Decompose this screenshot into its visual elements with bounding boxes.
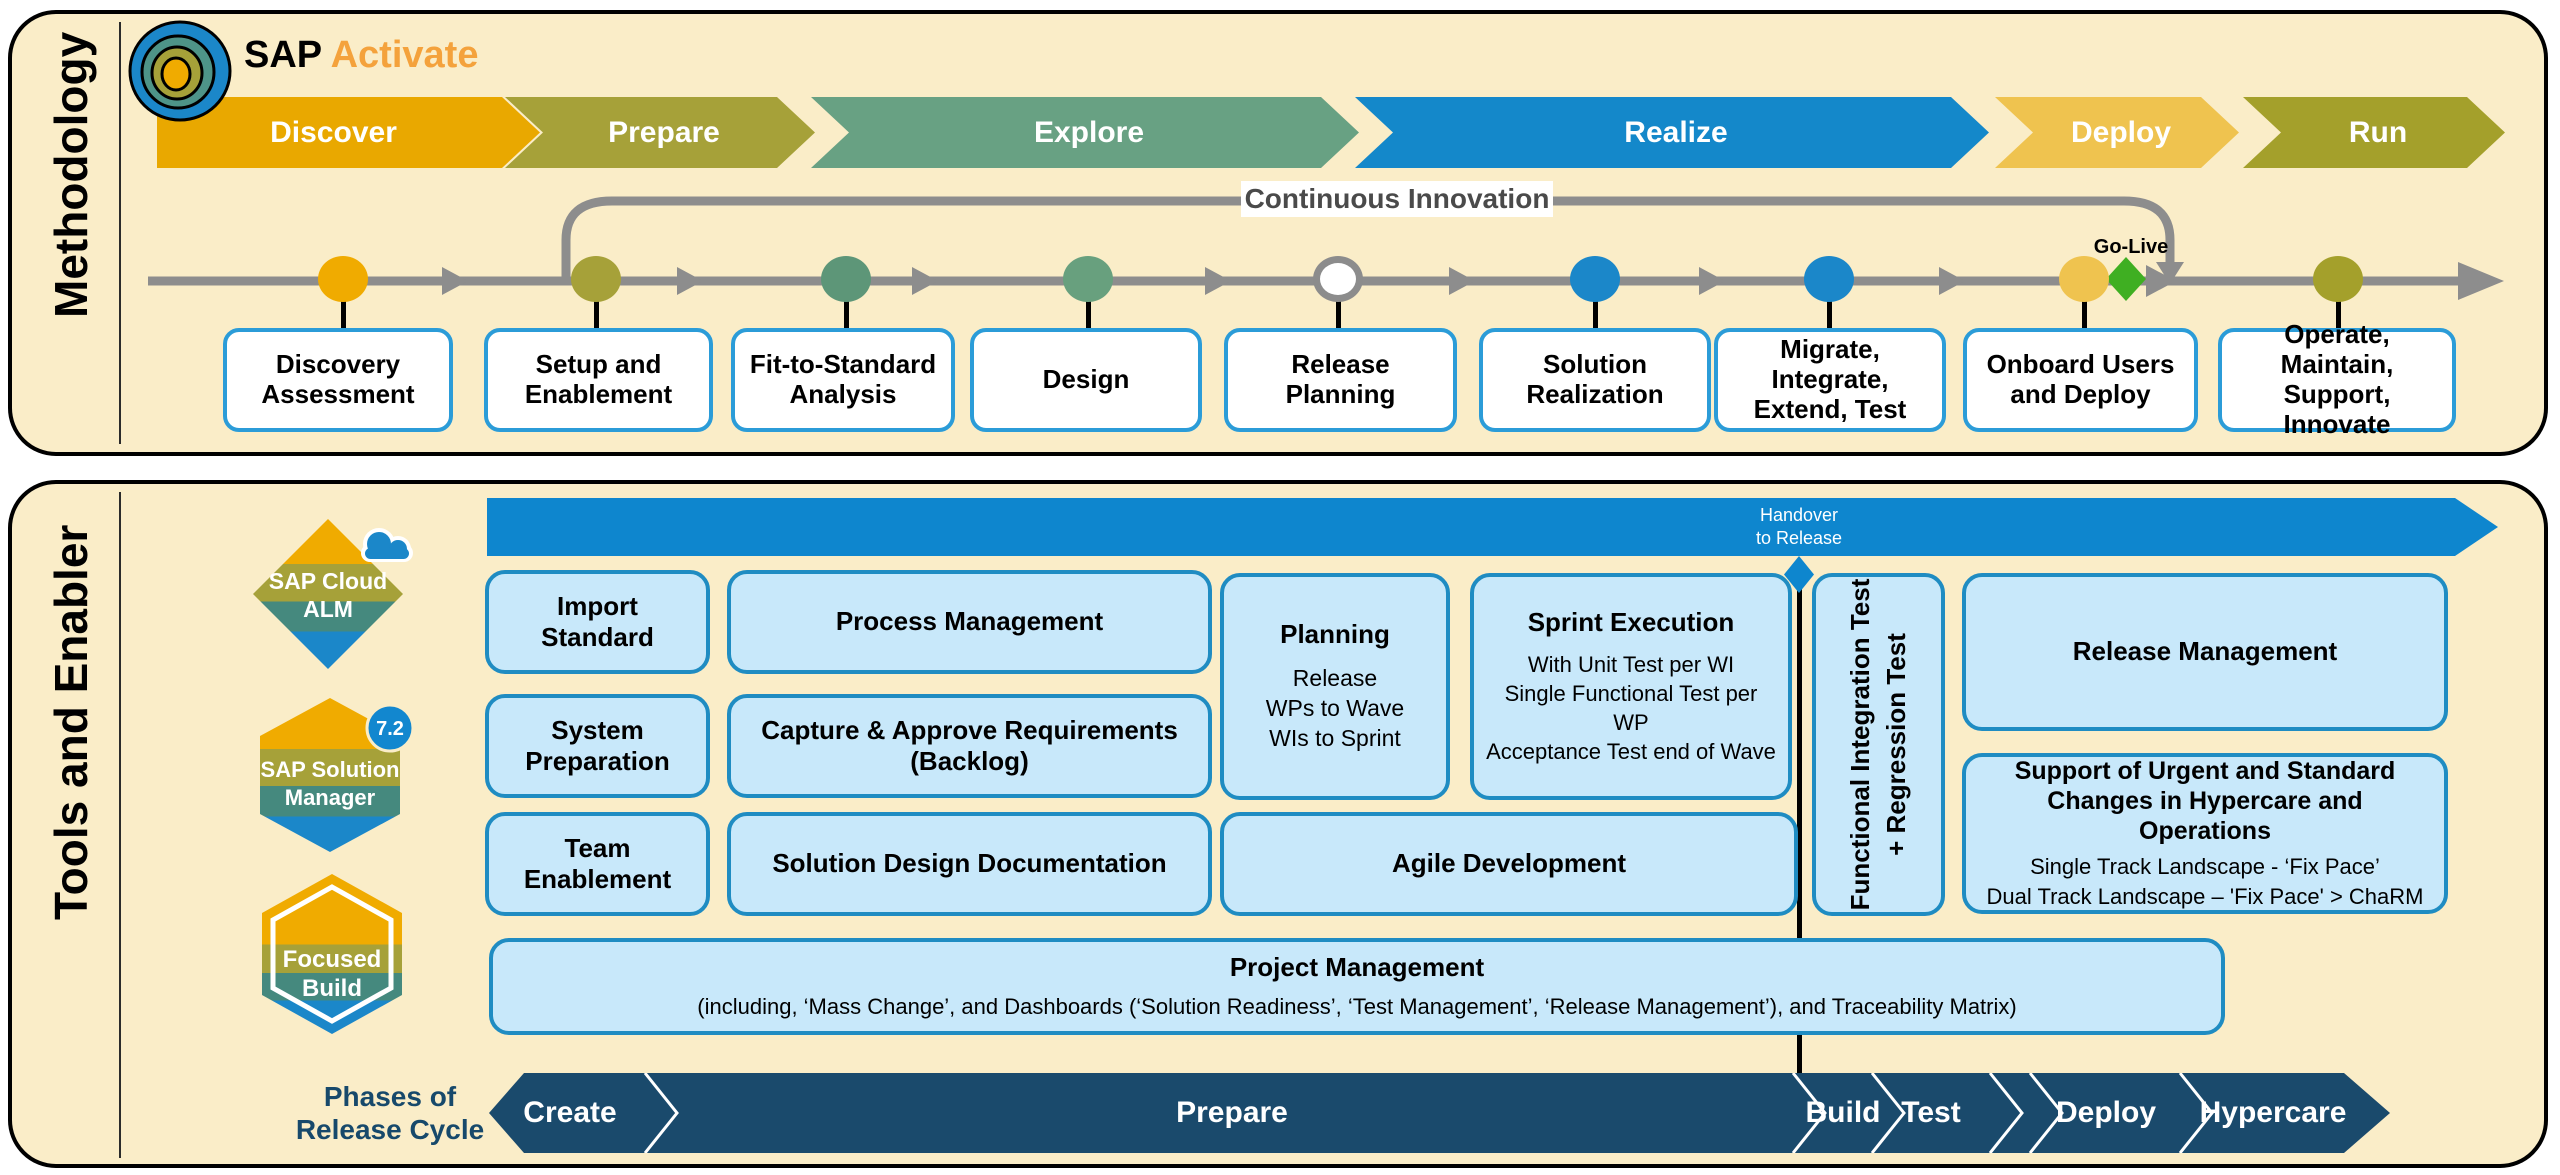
milestone-setup-enablement: Setup and Enablement <box>484 328 713 432</box>
phase-realize-label: Realize <box>1624 115 1728 149</box>
handover-bar <box>487 498 2498 556</box>
solman-version-badge <box>365 703 415 753</box>
cloud-alm-label-1: SAP Cloud <box>269 568 387 594</box>
milestone-dot-solution <box>1570 256 1620 302</box>
milestone-migrate-integrate: Migrate, Integrate, Extend, Test <box>1714 328 1946 432</box>
sap-cloud-alm-icon: SAP Cloud ALM <box>253 519 413 669</box>
handover-line1: Handover <box>1759 505 1839 525</box>
planning-details: Release WPs to Wave WIs to Sprint <box>1265 664 1405 752</box>
continuous-innovation-label: Continuous Innovation <box>1241 181 1553 217</box>
support-title: Support of Urgent and Standard Changes i… <box>2014 757 2396 846</box>
cloud-icon <box>361 528 413 562</box>
milestone-dot-discovery <box>318 256 368 302</box>
phase-run-label: Run <box>2348 115 2408 149</box>
box-import-standard: Import Standard <box>485 570 710 674</box>
box-project-management: Project Management (including, ‘Mass Cha… <box>489 938 2225 1035</box>
phase-run: Run <box>2243 97 2505 168</box>
phase-deploy: Deploy <box>1995 97 2239 168</box>
cloud-alm-label-2: ALM <box>303 596 353 622</box>
logo-activate-text: Activate <box>330 34 479 76</box>
box-solution-design: Solution Design Documentation <box>727 812 1212 916</box>
milestone-dot-setup <box>571 256 621 302</box>
cycle-phase-test: Test <box>1901 1096 1961 1129</box>
milestone-dot-fit <box>821 256 871 302</box>
phase-prepare: Prepare <box>505 97 815 168</box>
milestone-solution-realization: Solution Realization <box>1479 328 1711 432</box>
milestone-fit-to-standard: Fit-to-Standard Analysis <box>731 328 955 432</box>
handover-divider-line <box>1797 589 1802 1075</box>
solman-version-label: 7.2 <box>376 718 404 740</box>
milestone-dot-release-planning <box>1313 256 1363 302</box>
milestone-discovery-assessment: Discovery Assessment <box>223 328 453 432</box>
solman-label-1: SAP Solution <box>261 757 400 782</box>
integration-test-label: Functional Integration Test + Regression… <box>1845 578 1911 911</box>
box-sprint-execution: Sprint Execution With Unit Test per WI S… <box>1470 573 1792 800</box>
box-support-changes: Support of Urgent and Standard Changes i… <box>1962 753 2448 914</box>
tools-panel-title: Tools and Enabler <box>45 524 97 920</box>
milestone-dot-onboard <box>2059 256 2109 302</box>
milestone-operate-maintain: Operate, Maintain, Support, Innovate <box>2218 319 2456 439</box>
release-cycle-separators <box>643 1073 2214 1153</box>
focused-build-label-1: Focused <box>283 946 382 973</box>
milestone-onboard-deploy: Onboard Users and Deploy <box>1963 328 2198 432</box>
go-live-diamond-icon <box>2106 257 2146 301</box>
box-functional-integration-test: Functional Integration Test + Regression… <box>1812 573 1945 916</box>
phase-deploy-label: Deploy <box>2070 115 2172 149</box>
milestone-release-planning: Release Planning <box>1224 328 1457 432</box>
sap-solution-manager-icon: SAP Solution Manager 7.2 <box>260 698 415 852</box>
sprint-details: With Unit Test per WI Single Functional … <box>1486 652 1776 765</box>
loop-arrow-icon <box>2156 262 2184 284</box>
phase-explore-label: Explore <box>1033 115 1145 149</box>
focused-build-inner-outline <box>270 884 394 1024</box>
release-cycle-bar <box>489 1073 2390 1153</box>
project-management-subtitle: (including, ‘Mass Change’, and Dashboard… <box>697 993 2017 1019</box>
milestone-dot-design <box>1063 256 1113 302</box>
box-planning: Planning Release WPs to Wave WIs to Spri… <box>1220 573 1450 800</box>
box-agile-development: Agile Development <box>1220 812 1798 916</box>
box-capture-requirements: Capture & Approve Requirements (Backlog) <box>727 694 1212 798</box>
sap-activate-logo-icon <box>128 20 232 122</box>
go-live-label: Go-Live <box>2093 236 2169 258</box>
box-team-enablement: Team Enablement <box>485 812 710 916</box>
timeline-end-arrow-icon <box>2458 262 2504 300</box>
box-system-preparation: System Preparation <box>485 694 710 798</box>
panel-divider <box>119 22 121 444</box>
logo-sap-text: SAP <box>244 34 322 76</box>
cycle-phase-create: Create <box>523 1096 617 1129</box>
box-release-management: Release Management <box>1962 573 2448 731</box>
phase-realize: Realize <box>1355 97 1989 168</box>
phase-discover-label: Discover <box>270 115 397 149</box>
cycle-phase-hypercare: Hypercare <box>2199 1096 2347 1129</box>
release-cycle-title: Phases of Release Cycle <box>295 1081 485 1146</box>
phase-discover: Discover <box>157 97 540 168</box>
cycle-phase-deploy: Deploy <box>2055 1096 2157 1129</box>
milestone-design: Design <box>970 328 1202 432</box>
box-process-management: Process Management <box>727 570 1212 674</box>
focused-build-icon: Focused Build <box>262 874 402 1034</box>
phase-prepare-label: Prepare <box>608 115 720 149</box>
focused-build-label-2: Build <box>302 975 362 1002</box>
solman-label-2: Manager <box>285 785 376 810</box>
cycle-phase-prepare: Prepare <box>1176 1096 1288 1129</box>
panel-divider <box>119 492 121 1158</box>
support-body: Single Track Landscape - ‘Fix Pace’ Dual… <box>1986 854 2424 909</box>
milestone-dot-migrate <box>1804 256 1854 302</box>
phase-explore: Explore <box>811 97 1359 168</box>
logo-wordmark: SAP Activate <box>244 34 478 77</box>
cycle-phase-build: Build <box>1805 1096 1881 1129</box>
handover-label: Handover to Release <box>1719 504 1879 549</box>
milestone-dot-operate <box>2313 256 2363 302</box>
handover-line2: to Release <box>1755 527 1843 548</box>
